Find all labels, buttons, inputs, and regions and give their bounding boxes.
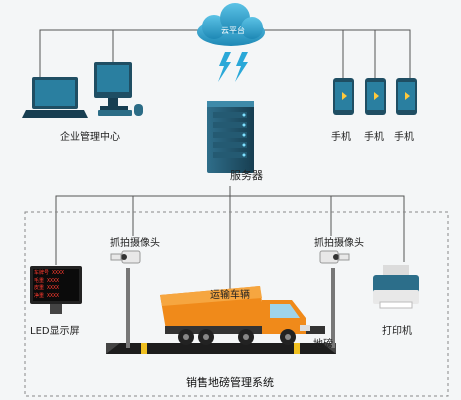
scale-label: 地磅 — [313, 339, 333, 350]
server-label: 服务器 — [230, 169, 263, 182]
camera-right-label: 抓拍摄像头 — [314, 238, 364, 249]
phone-label-2: 手机 — [364, 132, 384, 143]
led-panel-icon — [30, 266, 82, 314]
phone-icon — [365, 78, 386, 115]
cloud-icon — [197, 3, 265, 46]
phone-label-1: 手机 — [331, 132, 351, 143]
laptop-icon — [22, 77, 88, 118]
top-network-lines — [39, 29, 411, 78]
printer-label: 打印机 — [382, 326, 412, 337]
led-screen-text: 车牌号 XXXX 毛重 XXXX 皮重 XXXX 净重 XXXX — [34, 270, 65, 299]
system-title: 销售地磅管理系统 — [186, 376, 274, 389]
enterprise-label: 企业管理中心 — [60, 132, 120, 143]
camera-left-icon — [110, 250, 141, 348]
cloud-label: 云平台 — [221, 26, 245, 35]
system-boundary — [24, 211, 449, 397]
truck-icon — [160, 286, 325, 345]
desktop-icon — [94, 62, 143, 116]
lightning-icon — [218, 52, 248, 82]
led-label: LED显示屏 — [30, 326, 80, 337]
truck-label: 运输车辆 — [210, 290, 250, 301]
weighbridge-icon — [106, 343, 336, 354]
camera-left-label: 抓拍摄像头 — [110, 238, 160, 249]
phone-icon — [333, 78, 354, 115]
phone-label-3: 手机 — [394, 132, 414, 143]
camera-right-icon — [319, 250, 350, 348]
server-icon — [207, 101, 254, 173]
printer-icon — [373, 265, 419, 309]
phone-icon — [396, 78, 417, 115]
